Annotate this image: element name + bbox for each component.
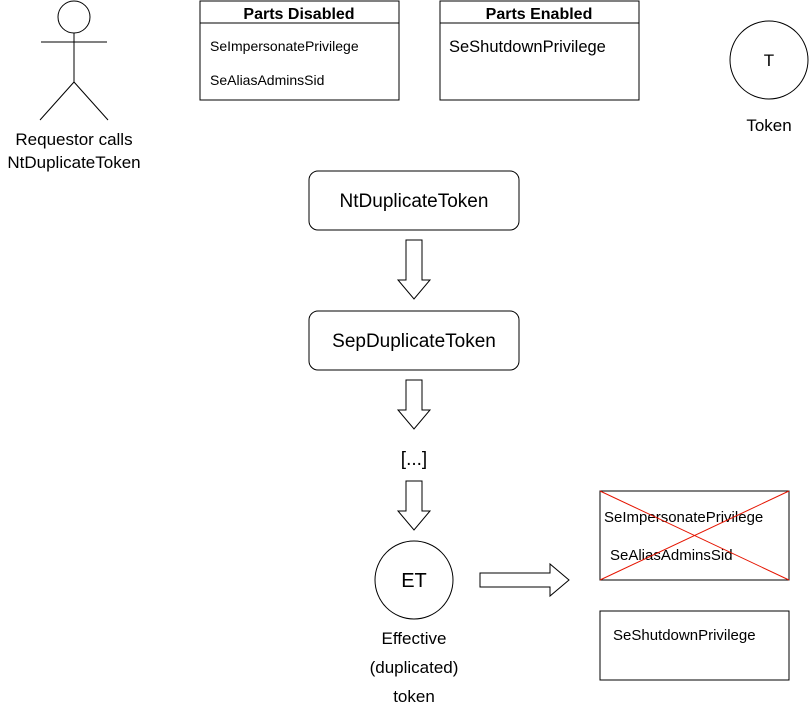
token-node: T Token <box>729 20 809 135</box>
effective-token-node: ET Effective (duplicated) token <box>370 540 459 706</box>
step-ntduplicatetoken-box <box>308 170 520 231</box>
parts-disabled-box: Parts Disabled SeImpersonatePrivilege Se… <box>199 0 400 101</box>
kept-privilege-item: SeShutdownPrivilege <box>613 627 756 644</box>
actor-label-line1: Requestor calls <box>15 130 132 149</box>
effective-token-label-line1: Effective <box>382 629 447 648</box>
effective-token-letter: ET <box>401 570 427 592</box>
step-ntduplicatetoken: NtDuplicateToken <box>308 170 520 231</box>
effective-token-label-line3: token <box>393 687 435 706</box>
parts-enabled-title: Parts Enabled <box>486 6 593 23</box>
effective-token-circle <box>374 540 454 620</box>
actor-leg-left <box>39 81 75 121</box>
right-arrow <box>479 562 570 598</box>
parts-enabled-frame <box>439 0 640 101</box>
down-arrow-3 <box>396 480 432 531</box>
removed-privilege-item: SeAliasAdminsSid <box>610 547 733 564</box>
kept-privileges-frame <box>599 610 790 681</box>
token-letter: T <box>764 51 774 70</box>
requestor-actor: Requestor calls NtDuplicateToken <box>7 0 141 172</box>
parts-enabled-box: Parts Enabled SeShutdownPrivilege <box>439 0 640 101</box>
parts-disabled-item: SeImpersonatePrivilege <box>210 38 359 54</box>
kept-privileges-box: SeShutdownPrivilege <box>599 610 790 681</box>
token-circle <box>729 20 809 100</box>
actor-label-line2: NtDuplicateToken <box>7 153 140 172</box>
actor-leg-right <box>73 81 109 121</box>
actor-head <box>57 0 91 34</box>
down-arrow-2 <box>396 379 432 430</box>
step-sepduplicatetoken: SepDuplicateToken <box>308 310 520 371</box>
parts-disabled-item: SeAliasAdminsSid <box>210 72 324 88</box>
step-ntduplicatetoken-label: NtDuplicateToken <box>340 191 489 212</box>
flow-ellipsis: [...] <box>401 449 427 470</box>
token-label: Token <box>746 116 791 135</box>
removed-privileges-box: SeImpersonatePrivilege SeAliasAdminsSid <box>599 490 790 581</box>
removed-privilege-item: SeImpersonatePrivilege <box>604 509 763 526</box>
step-sepduplicatetoken-box <box>308 310 520 371</box>
step-sepduplicatetoken-label: SepDuplicateToken <box>332 331 496 352</box>
down-arrow-1 <box>396 239 432 300</box>
effective-token-label-line2: (duplicated) <box>370 658 459 677</box>
parts-disabled-title: Parts Disabled <box>243 6 354 23</box>
parts-enabled-item: SeShutdownPrivilege <box>449 38 606 56</box>
strikethrough-line <box>599 490 790 581</box>
parts-disabled-frame <box>199 0 400 101</box>
